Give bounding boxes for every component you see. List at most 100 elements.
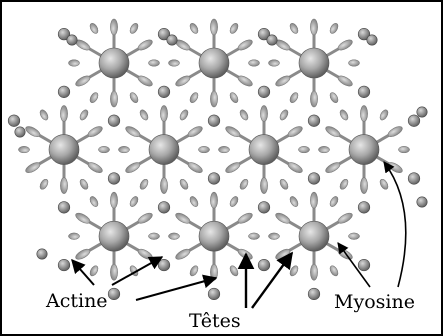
myosin-head <box>210 90 218 108</box>
myosin-head <box>129 92 139 103</box>
myosin-head <box>189 23 199 34</box>
myosin-head <box>287 126 303 137</box>
myosin-head <box>260 105 268 122</box>
myosin-head <box>279 109 289 121</box>
myosin-head <box>348 59 360 67</box>
myosin-core <box>248 134 280 165</box>
actin-filament-7 <box>257 85 271 98</box>
myosin-head <box>248 232 260 240</box>
myosin-head <box>160 177 168 194</box>
myosin-head <box>79 109 89 121</box>
myosin-head <box>210 191 218 209</box>
myosin-head <box>360 177 368 194</box>
actin-edge-0 <box>66 34 78 46</box>
actin-filament-11 <box>57 201 71 214</box>
myosin-head <box>125 126 141 137</box>
actin-filament-18 <box>357 201 371 214</box>
actin-edge-4 <box>36 248 48 260</box>
myosin-head <box>337 75 353 87</box>
myosin-core <box>298 47 330 79</box>
myosin-head <box>68 232 80 240</box>
myosin-head <box>268 232 280 240</box>
myosin-filament-5 <box>218 105 310 194</box>
myosin-head <box>18 146 30 154</box>
myosin-head <box>218 146 230 154</box>
myosin-head <box>187 126 203 137</box>
actin-edge-3 <box>366 34 378 46</box>
myosin-head <box>337 212 353 224</box>
myosin-head <box>168 59 180 67</box>
myosin-head <box>129 196 139 207</box>
myosin-head <box>87 162 103 173</box>
myosin-head <box>237 75 253 87</box>
myosin-head <box>129 23 139 34</box>
myosin-head <box>39 109 49 121</box>
actin-edge-2 <box>266 34 278 46</box>
myosin-head <box>25 162 41 173</box>
actin-filament-24 <box>207 287 221 301</box>
myosin-head <box>325 162 341 173</box>
myosin-head <box>60 177 68 194</box>
myosin-head <box>175 75 191 87</box>
myosin-core <box>48 134 80 165</box>
myosin-head <box>379 109 389 121</box>
myosin-head <box>310 191 318 209</box>
myosin-head <box>137 212 153 224</box>
myosin-head <box>198 146 210 154</box>
myosin-head <box>125 162 141 173</box>
myosine-label: Myosine <box>334 291 415 313</box>
actin-filament-21 <box>107 287 121 301</box>
myosin-head <box>160 105 168 122</box>
myosin-head <box>179 109 189 121</box>
myosin-head <box>148 59 160 67</box>
myosin-head <box>179 178 189 190</box>
myosin-head <box>329 265 339 277</box>
myosin-head <box>168 232 180 240</box>
myosin-head <box>289 92 299 103</box>
myosin-head <box>118 146 130 154</box>
myosin-head <box>287 162 303 173</box>
myosin-head <box>310 18 318 36</box>
myosin-head <box>148 232 160 240</box>
myosin-head <box>89 196 99 207</box>
myosin-head <box>39 178 49 190</box>
myosin-head <box>189 196 199 207</box>
myosin-head <box>275 75 291 87</box>
actin-filament-8 <box>307 114 321 127</box>
myosin-core <box>198 220 230 252</box>
actin-filament-19 <box>407 114 421 127</box>
myosin-head <box>289 265 299 277</box>
myosin-head <box>239 178 249 190</box>
myosin-head <box>137 39 153 51</box>
actin-filament-14 <box>157 201 171 214</box>
actin-edge-5 <box>416 196 428 208</box>
myosin-filament-1 <box>168 18 260 108</box>
myosin-head <box>187 162 203 173</box>
myosin-head <box>60 105 68 122</box>
myosine-arrow-center <box>337 242 371 288</box>
actin-filament-20 <box>407 172 421 185</box>
myosin-head <box>298 146 310 154</box>
myosin-head <box>248 59 260 67</box>
myosin-core <box>148 134 180 165</box>
myosin-filament-3 <box>18 105 110 194</box>
myosin-head <box>237 212 253 224</box>
actin-filament-0 <box>107 114 121 127</box>
myosin-head <box>87 126 103 137</box>
myosin-head <box>110 263 118 281</box>
myosin-head <box>229 196 239 207</box>
actin-edge-6 <box>416 106 428 118</box>
myosin-filament-4 <box>118 105 210 194</box>
myosin-head <box>75 75 91 87</box>
myosin-head <box>275 212 291 224</box>
tetes-label: Têtes <box>189 310 241 332</box>
myosin-head <box>225 126 241 137</box>
myosin-filament-0 <box>68 18 160 108</box>
actin-filament-9 <box>357 28 371 41</box>
myosin-head <box>25 126 41 137</box>
myosin-core <box>198 47 230 79</box>
myosin-core <box>298 220 330 252</box>
actin-filament-3 <box>157 28 171 41</box>
myosin-head <box>268 59 280 67</box>
